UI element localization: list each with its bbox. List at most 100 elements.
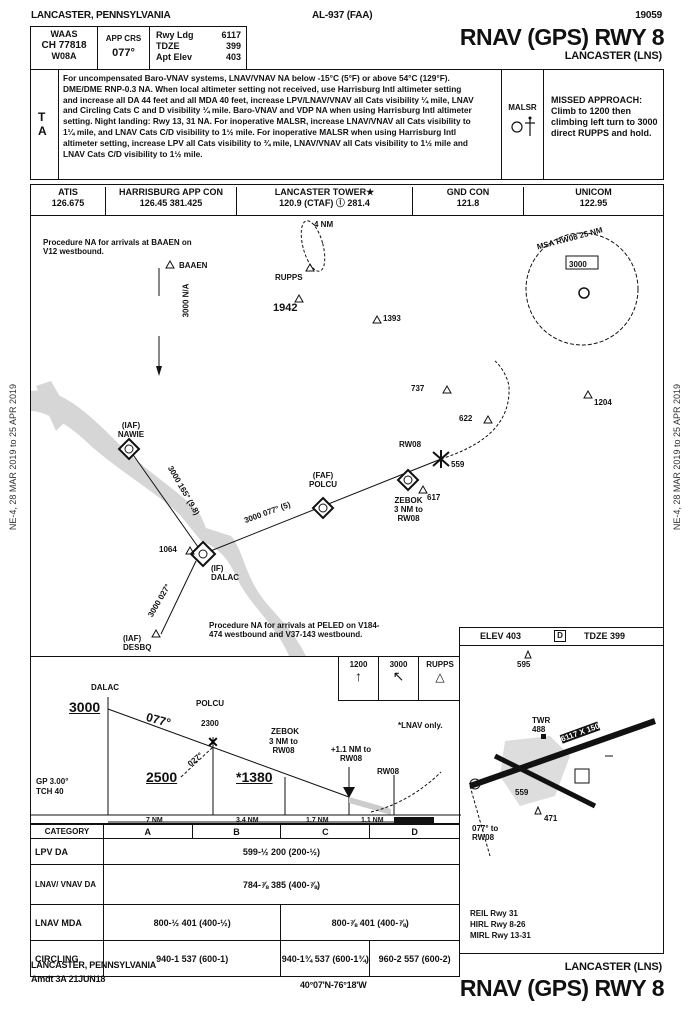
row-label: CIRCLING: [30, 940, 104, 977]
profile-distance-2: 3.4 NM: [236, 817, 259, 824]
minimums-row-circling: CIRCLING 940-1 537 (600-1) 940-1¾ 537 (6…: [30, 940, 460, 977]
obstacle-737: 737: [411, 384, 425, 393]
apt-elev-value: 403: [225, 52, 241, 62]
profile-distance-1: 7 NM: [146, 817, 163, 824]
obstacle-1393: 1393: [383, 314, 401, 323]
header-chart-id: AL-937 (FAA): [312, 10, 373, 21]
visual-segment-shade: [349, 797, 391, 815]
obstacle-1064: 1064: [159, 545, 177, 554]
profile-polcu-alt: 2300: [201, 719, 219, 728]
minimums-header-row: CATEGORY A B C D: [30, 824, 460, 839]
missed-step-1-alt: 1200: [349, 660, 368, 669]
left-margin-dates: NE-4, 28 MAR 2019 to 25 APR 2019: [8, 384, 18, 531]
profile-fix-rw08: RW08: [377, 767, 400, 776]
take-off-minimums-icon: T: [38, 110, 46, 124]
row-label: LNAV MDA: [30, 904, 104, 941]
app-crs-label: APP CRS: [105, 34, 142, 43]
briefing-notes-row: T A For uncompensated Baro-VNAV systems,…: [30, 69, 664, 180]
footer-coords: 40°07'N-76°18'W: [300, 980, 367, 990]
msa-altitude-box: [565, 255, 599, 270]
glidepath-line: [107, 708, 350, 798]
missed-approach-icons: 1200 ↑ 3000 ↖ RUPPS △: [338, 657, 460, 701]
runway-profile-icon: [394, 817, 434, 823]
comm-label: GND CON: [446, 187, 490, 197]
beacon-icon: [469, 778, 481, 790]
lighting-note-1: REIL Rwy 31: [470, 909, 518, 918]
lighting-box: MALSR: [501, 70, 544, 179]
fix-label-rw08: RW08: [399, 440, 422, 449]
river: [31, 390, 306, 656]
missed-approach-path: [440, 360, 510, 460]
header-amdt: 19059: [635, 10, 662, 21]
profile-fix-zebok: ZEBOK: [271, 727, 299, 736]
tdze-label-diagram: TDZE 399: [584, 631, 626, 641]
hold-fix-triangle-icon: △: [435, 670, 445, 684]
tdze-label: TDZE: [156, 41, 180, 51]
profile-inbound-alt: 2500: [146, 769, 178, 785]
missed-step-2-alt: 3000: [389, 660, 408, 669]
fix-nawie-icon: [117, 437, 141, 461]
faf-cross-icon: ✕: [207, 734, 219, 750]
obstacle-1942: 1942: [273, 302, 298, 314]
row-value-cd: 800-⅞ 401 (400-⅞): [280, 904, 460, 941]
fix-label-desbq: (IAF) DESBQ: [123, 634, 152, 652]
header-category: CATEGORY: [30, 824, 104, 839]
profile-stepdown-alt: *1380: [236, 769, 273, 785]
missed-step-3-fix: RUPPS: [426, 660, 454, 669]
minimums-row-lnav: LNAV MDA 800-½ 401 (400-½) 800-⅞ 401 (40…: [30, 904, 460, 941]
msa-circle: [525, 232, 639, 346]
arrow-up-icon: ↑: [355, 668, 362, 684]
header-airport: LANCASTER (LNS): [564, 50, 662, 62]
fix-label-rupps: RUPPS: [275, 273, 303, 282]
comm-label: ATIS: [58, 187, 78, 197]
waas-channel: CH 77818: [41, 40, 87, 51]
wind-indicator-icon: [574, 768, 590, 784]
leg-label-baaen: 3000 N/A: [181, 283, 191, 318]
profile-distance-4: 1.1 NM: [361, 817, 384, 824]
zebok-name: ZEBOK: [394, 496, 423, 505]
row-value-ab: 800-½ 401 (400-½): [102, 904, 282, 941]
row-value-d: 960-2 557 (600-2): [369, 940, 460, 977]
elev-label: ELEV 403: [480, 631, 522, 641]
fix-label-nawie: (IAF) NAWIE: [117, 421, 145, 439]
airport-elev-row: ELEV 403 D TDZE 399: [460, 628, 663, 646]
row-value: 599-½ 200 (200-½): [102, 838, 461, 865]
runway-13-31: [493, 753, 597, 809]
plan-note-top: Procedure NA for arrivals at BAAEN on V1…: [43, 238, 192, 256]
lighting-label: MALSR: [508, 103, 537, 112]
lighting-note-3: MIRL Rwy 13-31: [470, 931, 531, 940]
note-symbols: T A: [31, 70, 59, 179]
inbound-course-line: [180, 746, 214, 778]
row-value-ab: 940-1 537 (600-1): [102, 940, 282, 977]
plan-view: Procedure NA for arrivals at BAAEN on V1…: [30, 216, 664, 656]
profile-fix-dalac: DALAC: [91, 683, 119, 692]
obstacle-1204: 1204: [594, 398, 612, 407]
comm-label: LANCASTER TOWER★: [274, 187, 375, 197]
profile-distance-3: 1.7 NM: [306, 817, 329, 824]
profile-gp: GP 3.00°: [36, 777, 69, 786]
minimums-table: CATEGORY A B C D LPV DA 599-½ 200 (200-½…: [30, 824, 461, 977]
zebok-note: 3 NM to RW08: [394, 505, 423, 523]
comm-value: 126.675: [51, 198, 85, 208]
header-cat-d: D: [369, 824, 460, 839]
plan-view-graphics: [31, 220, 639, 656]
comm-label: UNICOM: [575, 187, 612, 197]
tower-label: TWR 488: [532, 716, 551, 734]
comm-tower: LANCASTER TOWER★120.9 (CTAF) ⓛ 281.4: [237, 187, 413, 215]
profile-tch: TCH 40: [36, 787, 64, 796]
app-crs-box: APP CRS 077°: [98, 27, 150, 69]
plan-note-bottom: Procedure NA for arrivals at PELED on V1…: [209, 621, 380, 639]
header-city-state: LANCASTER, PENNSYLVANIA: [31, 10, 171, 21]
obstacle-icons: [151, 259, 593, 638]
obstacle-617: 617: [427, 493, 441, 502]
airport-diagram-graphics: [469, 649, 656, 857]
lighting-note-2: HIRL Rwy 8-26: [470, 920, 526, 929]
profile-view: ✕ DALAC POLCU ZEBOK RW08 3000 2300 3 NM …: [30, 656, 461, 824]
row-label: LNAV/ VNAV DA: [30, 864, 104, 905]
minimums-row-lnav-vnav: LNAV/ VNAV DA 784-⅞ 385 (400-⅞): [30, 864, 461, 905]
comm-value: 122.95: [579, 198, 608, 208]
